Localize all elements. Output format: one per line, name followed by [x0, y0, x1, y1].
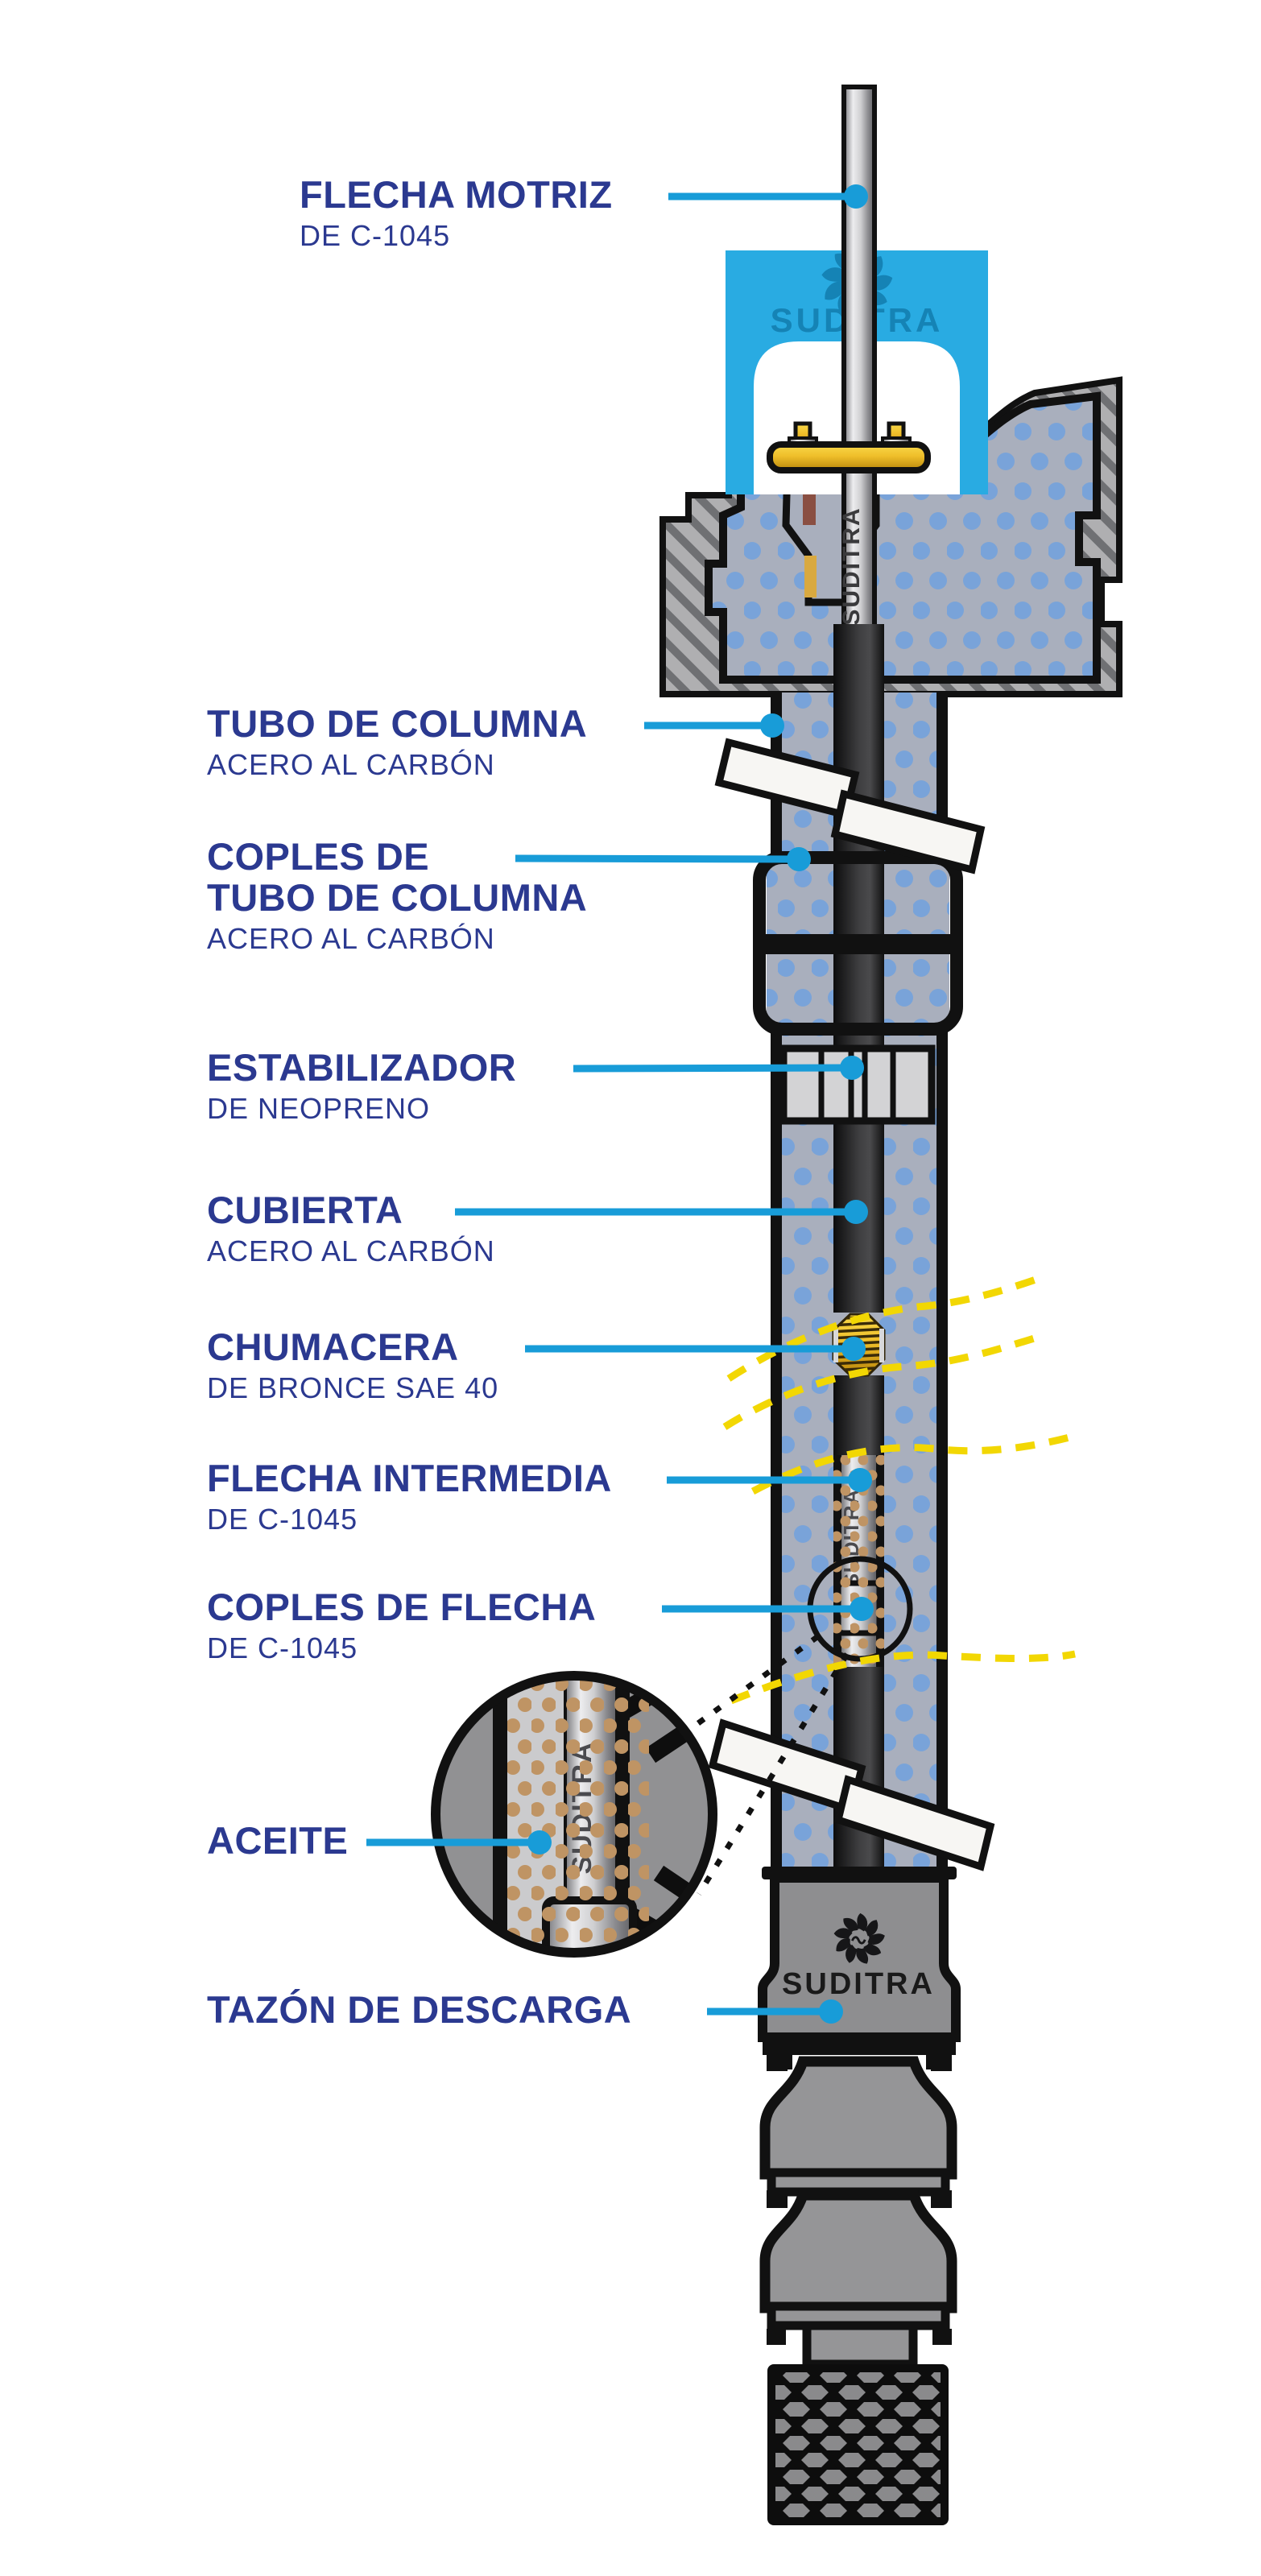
bowl-stages — [759, 2053, 957, 2369]
lubrication-flow-dashes — [722, 1273, 1076, 1705]
label-tazon-de-descarga: TAZÓN DE DESCARGA — [207, 1988, 632, 2031]
label-flecha-motriz: FLECHA MOTRIZ DE C-1045 — [300, 173, 613, 252]
gland-flange — [767, 421, 931, 473]
discharge-bowl: SUDITRA — [758, 1867, 961, 2069]
label-title: ESTABILIZADOR — [207, 1046, 517, 1089]
break-band-upper — [714, 738, 986, 875]
drive-shaft: SUDITRA — [838, 85, 877, 645]
label-aceite: ACEITE — [207, 1819, 349, 1862]
label-subtitle: ACERO AL CARBÓN — [207, 921, 495, 955]
suction-strainer — [767, 2364, 949, 2525]
leader-estabilizador — [573, 1064, 853, 1073]
label-coples-de-flecha: COPLES DE FLECHA DE C-1045 — [207, 1586, 597, 1664]
label-title: COPLES DE — [207, 835, 430, 878]
label-subtitle: ACERO AL CARBÓN — [207, 747, 495, 781]
label-cubierta: CUBIERTA ACERO AL CARBÓN — [207, 1189, 495, 1267]
label-subtitle: DE C-1045 — [207, 1502, 358, 1536]
label-title: TUBO DE COLUMNA — [207, 702, 588, 745]
stabilizer — [779, 1044, 936, 1125]
label-title: CHUMACERA — [207, 1325, 459, 1368]
label-subtitle: DE NEOPRENO — [207, 1091, 431, 1125]
label-title: ACEITE — [207, 1819, 349, 1862]
label-coples-de-tubo: COPLES DE TUBO DE COLUMNA ACERO AL CARBÓ… — [207, 835, 588, 955]
label-title: CUBIERTA — [207, 1189, 403, 1231]
break-band-lower — [708, 1718, 995, 1871]
pipe-coupling — [753, 851, 963, 1036]
lens-connector-dashes — [687, 1634, 850, 1896]
label-estabilizador: ESTABILIZADOR DE NEOPRENO — [207, 1046, 517, 1125]
label-title: FLECHA INTERMEDIA — [207, 1457, 612, 1499]
label-subtitle: DE BRONCE SAE 40 — [207, 1371, 499, 1404]
packing-gold-left — [804, 556, 817, 597]
label-title: FLECHA MOTRIZ — [300, 173, 613, 216]
label-chumacera: CHUMACERA DE BRONCE SAE 40 — [207, 1325, 499, 1404]
label-subtitle: ACERO AL CARBÓN — [207, 1234, 495, 1267]
label-flecha-intermedia: FLECHA INTERMEDIA DE C-1045 — [207, 1458, 612, 1536]
label-subtitle: DE C-1045 — [207, 1631, 358, 1664]
leader-lines — [366, 192, 862, 2016]
label-title: TAZÓN DE DESCARGA — [207, 1988, 632, 2031]
bowl-brand-text: SUDITRA — [782, 1967, 935, 2001]
leader-dots — [527, 184, 874, 2024]
svg-text:SUDITRA: SUDITRA — [838, 507, 865, 625]
label-tubo-de-columna: TUBO DE COLUMNA ACERO AL CARBÓN — [207, 702, 588, 781]
label-title-line2: TUBO DE COLUMNA — [207, 875, 588, 919]
leader-coples-tubo — [515, 854, 800, 863]
label-title: COPLES DE FLECHA — [207, 1586, 597, 1628]
label-subtitle: DE C-1045 — [300, 218, 451, 252]
